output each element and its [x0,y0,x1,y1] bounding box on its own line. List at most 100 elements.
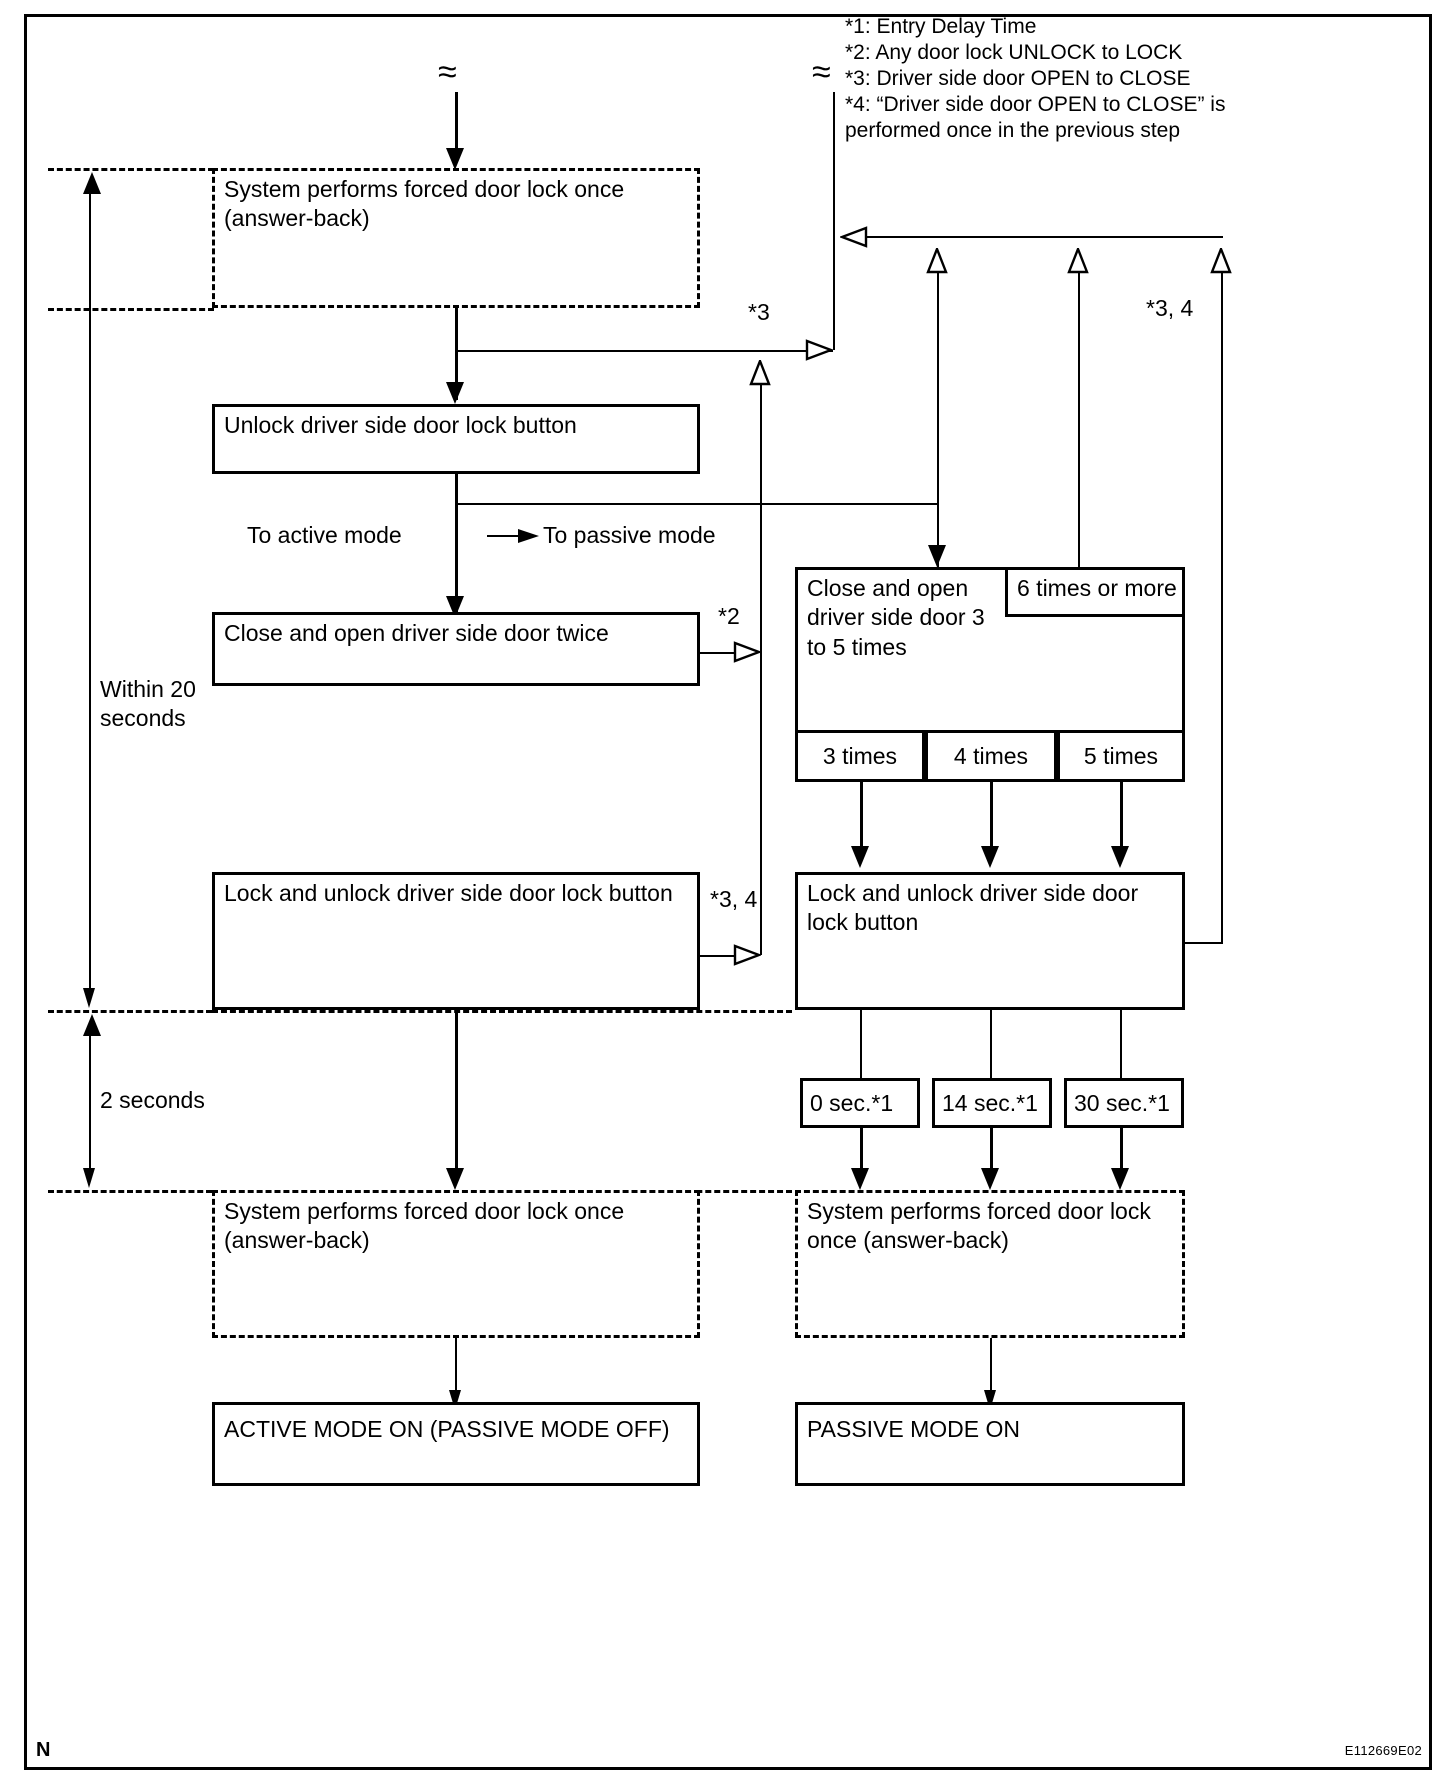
arrowhead-sec30-icon [1111,1168,1129,1190]
hollow-arrowhead-return-up-icon [749,360,771,386]
box-lock-unlock-left: Lock and unlock driver side door lock bu… [212,872,700,1010]
box-close-open-twice-label: Close and open driver side door twice [224,620,609,646]
line-sec30-down [1120,1128,1123,1178]
label-two-seconds: 2 seconds [100,1087,205,1113]
line-br-to-passive-mode [990,1338,992,1400]
twoseconds-arrowhead-up-icon [83,1014,101,1036]
box-six-times-or-more: 6 times or more [1005,567,1185,617]
line-left-lock-to-forcedlock [455,1010,458,1178]
label-to-active-mode: To active mode [247,522,402,548]
line-to-sec0 [860,1010,862,1080]
line-unlock-to-passive-branch [455,503,939,505]
box-sec-30-label: 30 sec.*1 [1074,1090,1170,1116]
marker-star34-right: *3, 4 [1146,295,1194,321]
timing-guide-lock-span [212,1010,792,1013]
line-sec14-down [990,1128,993,1178]
twoseconds-arrowhead-down-icon [83,1168,95,1188]
line-return-to-unlock [760,370,762,955]
box-unlock-driver-door-button-label: Unlock driver side door lock button [224,412,577,438]
hollow-arrowhead-bus-left-icon [840,226,868,248]
box-sec-30: 30 sec.*1 [1064,1078,1184,1128]
box-five-times-label: 5 times [1083,743,1159,769]
box-passive-mode-on: PASSIVE MODE ON [795,1402,1185,1486]
line-4times-down [990,782,993,854]
footnote-stem-line [833,92,835,350]
box-sec-0-label: 0 sec.*1 [810,1090,894,1116]
line-star34-left-exit [700,955,740,957]
hollow-arrowhead-star2-icon [733,641,761,663]
line-5times-down [1120,782,1123,854]
line-to-passive-marker [487,535,525,537]
box-active-mode-on: ACTIVE MODE ON (PASSIVE MODE OFF) [212,1402,700,1486]
hollow-arrowhead-star3-icon [805,339,833,361]
arrowhead-left-forcedlock-icon [446,1168,464,1190]
label-to-passive-mode: To passive mode [543,522,716,548]
marker-star3: *3 [748,299,770,325]
within20-arrowhead-down-icon [83,988,95,1008]
box-forced-door-lock-top: System performs forced door lock once(an… [212,168,700,308]
box-five-times: 5 times [1057,730,1185,782]
line-top-return-bus [845,236,1223,238]
box-lock-unlock-left-label: Lock and unlock driver side door lock bu… [224,880,673,906]
line-star34-right-riser [1221,258,1223,944]
box-forced-door-lock-bottom-left: System performs forced door lock once(an… [212,1190,700,1338]
box-passive-mode-on-label: PASSIVE MODE ON [807,1416,1021,1442]
line-3times-down [860,782,863,854]
line-to-sec14 [990,1010,992,1080]
line-riser-sixtimes [1078,258,1080,567]
timing-guide-2s-left [48,1190,212,1193]
line-unlock-to-active-branch [455,474,458,616]
timing-guide-top-left [48,168,214,171]
arrowhead-3times-icon [851,846,869,868]
hollow-arrowhead-riser-sixtimes-icon [1067,248,1089,274]
footnote-2: *2: Any door lock UNLOCK to LOCK [845,41,1183,64]
line-bl-to-active-mode [455,1338,457,1400]
line-to-sec30 [1120,1010,1122,1080]
arrowhead-5times-icon [1111,846,1129,868]
hollow-arrowhead-riser-right-icon [1210,248,1232,274]
box-three-times: 3 times [795,730,925,782]
box-unlock-driver-door-button: Unlock driver side door lock button [212,404,700,474]
box-four-times-label: 4 times [953,743,1029,769]
box-sec-0: 0 sec.*1 [800,1078,920,1128]
marker-star34-left: *3, 4 [710,886,758,912]
marker-star2: *2 [718,603,740,629]
arrowhead-to-unlock-icon [446,382,464,404]
box-forced-door-lock-bottom-left-label: System performs forced door lock once(an… [224,1198,625,1254]
arrowhead-sec14-icon [981,1168,999,1190]
entry-arrowhead-icon [446,148,464,170]
line-star2-exit [700,652,740,654]
hollow-arrowhead-riser-closeopen-icon [926,248,948,274]
footnote-4-cont: performed once in the previous step [845,119,1181,142]
figure-id-code: E112669E02 [1344,1743,1422,1758]
timing-guide-lock-left [48,1010,212,1013]
box-active-mode-on-label: ACTIVE MODE ON (PASSIVE MODE OFF) [224,1416,670,1442]
box-six-times-or-more-label: 6 times or more [1017,575,1177,601]
footnote-4: *4: “Driver side door OPEN to CLOSE” is [845,93,1226,116]
break-squiggle-footnote-icon: ≈ [812,53,831,91]
box-close-open-twice: Close and open driver side door twice [212,612,700,686]
line-topbox-to-unlock [455,308,458,400]
entry-line [455,92,458,154]
line-star3-branch [455,350,833,352]
box-three-times-label: 3 times [822,743,898,769]
line-sec0-down [860,1128,863,1178]
arrowhead-4times-icon [981,846,999,868]
box-sec-14-label: 14 sec.*1 [942,1090,1038,1116]
corner-mark-n: N [36,1739,51,1761]
line-star34-right-exit [1185,942,1223,944]
timing-guide-mid-left [48,308,214,311]
diagram-frame [24,14,1432,1770]
arrowhead-to-passive-icon [518,529,539,543]
box-forced-door-lock-top-line2: (answer-back) [224,205,370,232]
footnote-3: *3: Driver side door OPEN to CLOSE [845,67,1191,90]
within20-arrow-line [89,182,91,994]
line-riser-closeopen [937,258,939,567]
box-sec-14: 14 sec.*1 [932,1078,1052,1128]
